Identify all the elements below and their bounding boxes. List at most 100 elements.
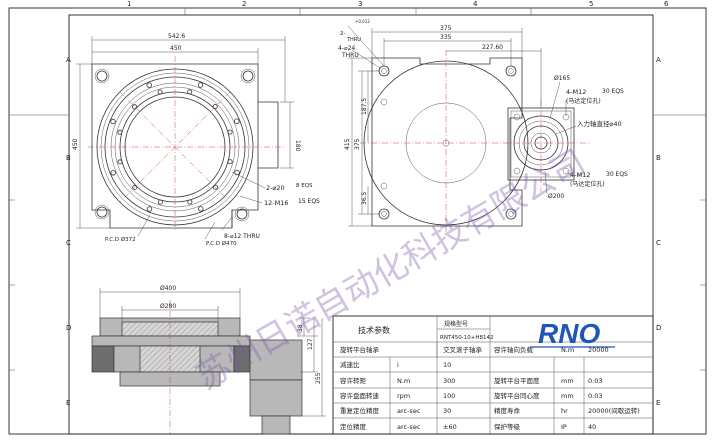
motor-hole-label-a: (马达定位孔) [566,97,601,105]
spec-cell-value2: 40 [588,423,596,431]
front-dimensions [76,36,294,240]
dim-200: Ø200 [548,193,564,200]
spec-cell-name: 减速比 [340,360,360,369]
spec-cell-unit: i [397,361,399,369]
bolt-hole [117,129,123,135]
dim-227-60: 227.60 [482,44,503,51]
dim-375-left: 375 [354,138,361,150]
spec-cell-name: 旋转平台轴承 [340,345,380,354]
dim-375-top: 375 [440,25,452,32]
spec-cell-name2: 容许轴向负载 [494,345,534,354]
row-letter-a-right: A [656,56,661,64]
bolt-hole [198,206,204,212]
row-letter-c-left: C [66,239,71,247]
row-letter-c-right: C [656,239,661,247]
callout-4-thru: THRU [341,52,359,59]
row-letter-d-right: D [656,324,661,332]
dim-542-6: 542.6 [168,33,185,40]
pcd-470: P.C.D Ø470 [206,240,237,247]
spec-cell-unit2: mm [561,392,574,400]
callout-2-phi: 2- [340,31,345,37]
callout-8-phi12: 8-⌀12 THRU [224,233,260,240]
dim-165: Ø165 [554,75,570,82]
col-number-3: 3 [358,0,362,8]
top-body-outline [371,57,523,227]
spec-cell-unit: arc-sec [397,407,421,415]
bolt-hole [212,184,218,190]
spec-cell-unit2: N.m [561,346,574,354]
spec-table: 技术参数 规格型号 RNT450-10+H8142 RNO 旋转平台轴承交叉滚子… [332,315,654,435]
callout-4-m12-b-depth: 30 EQS [606,171,628,178]
callout-12-m16: 12-M16 [264,199,289,207]
spec-cell-name2: 旋转平台平面度 [494,376,540,385]
top-dimensions [347,25,577,227]
spec-cell-value: ±60 [443,423,457,431]
bolt-hole [234,169,240,176]
callout-4-phi24: 4-⌀24 [338,45,355,52]
dim-335: 335 [440,34,452,41]
spec-cell-name: 定位精度 [340,422,367,431]
dim-38: 38 [297,324,304,332]
dim-280: Ø280 [160,303,176,310]
spec-cell-name: 容许盘面转速 [340,391,380,400]
spec-cell-unit: rpm [397,392,410,400]
spec-cell-value2: 20000 [588,346,609,354]
spec-cell-value: 10 [443,361,451,369]
bolt-hole [157,89,163,95]
bolt-hole [146,206,153,212]
row-letter-b-right: B [656,154,661,162]
spec-cell-name2: 精度寿命 [494,406,521,415]
dim-36-5: 36.5 [361,191,368,205]
spec-cell-name: 重复定位精度 [340,406,380,415]
spec-cell-unit2: hr [561,407,568,415]
spec-cell-unit: arc-sec [397,423,421,431]
side-view: Ø400 Ø280 38 127 255 [91,285,326,435]
bolt-hole [212,104,218,110]
callout-4-m12-a: 4-M12 [566,88,586,96]
column-ticks [184,8,532,15]
spec-title: 技术参数 [358,325,390,335]
spec-cell-name2: 旋转平台同心度 [494,391,540,400]
callout-2-phi20: 2-⌀20 [266,184,285,192]
callout-4-m12-b: 4-M12 [570,171,590,179]
bolt-hole [146,82,152,88]
top-view: 2- THRU +0.012 4-⌀24 THRU 375 335 227.60… [338,19,628,232]
bolt-hole [132,104,138,110]
bolt-hole [157,199,163,205]
callout-12-m16-depth: 15 EQS [298,198,320,205]
row-letter-e-left: E [66,399,70,407]
spec-cell-value2: 20000(间歇运转) [588,406,640,415]
row-letter-b-left: B [66,154,71,162]
dim-180: 180 [294,140,301,152]
dim-415: 415 [344,138,351,150]
spec-cell-value2: 0.03 [588,377,602,385]
spec-cell-value2: 0.03 [588,392,602,400]
col-number-2: 2 [242,0,246,8]
bolt-hole [187,199,193,205]
pcd-372: P.C.D Ø372 [105,236,136,243]
brand-logo: RNO [538,318,600,349]
spec-cell-unit: N.m [397,377,410,385]
dim-450-top: 450 [170,45,182,52]
spec-cell-value: 300 [443,377,455,385]
callout-tol: +0.012 [355,19,370,24]
bolt-hole [234,118,240,124]
col-number-1: 1 [127,0,131,8]
front-view: 542.6 450 450 180 2-⌀20 8 EQS 12-M16 15 … [72,33,320,247]
front-corner-holes [94,68,256,222]
bolt-hole [117,159,123,165]
row-letter-a-left: A [66,56,71,64]
model-label: 规格型号 [444,320,468,328]
motor-hole-label-b: (马达定位孔) [570,180,605,188]
callout-2-phi20-depth: 8 EQS [296,183,313,189]
spec-cell-name2: 保护等级 [494,422,521,431]
model-value: RNT450-10+H8142 [440,335,494,341]
side-motor-lower [249,379,303,417]
callout-thru: THRU [346,37,361,43]
dim-450-left: 450 [72,138,79,150]
front-bolt-holes [110,82,240,212]
bolt-hole [197,82,204,88]
